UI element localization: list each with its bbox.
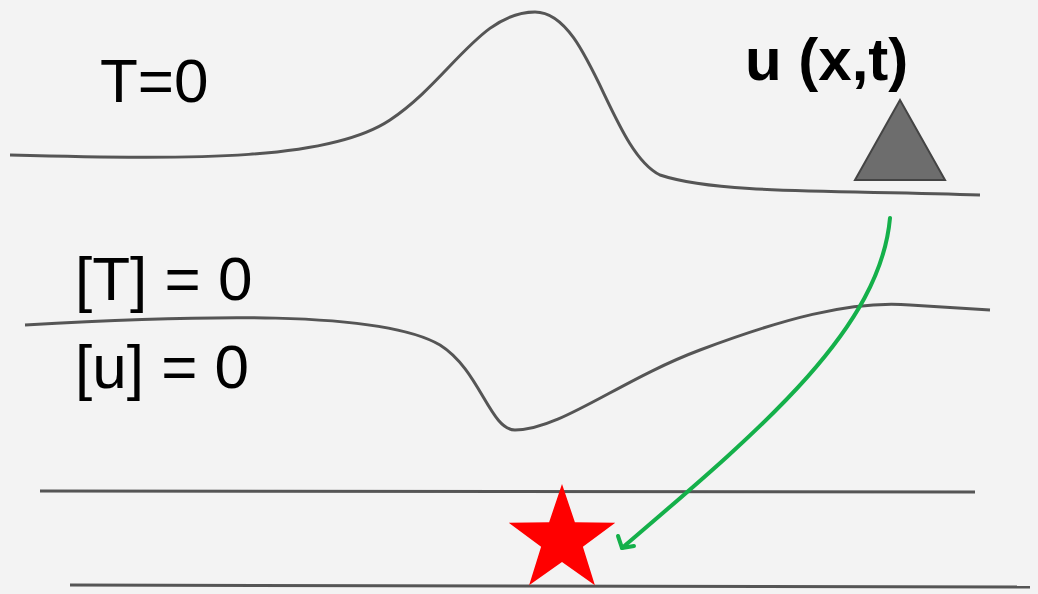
layer-top-line [40,491,975,492]
layer-bottom-line [70,585,1030,587]
source-star [509,484,616,585]
free-surface [10,12,980,195]
math-label: [u] = 0 [75,336,249,398]
interface-line [25,304,990,430]
math-label: u (x,t) [745,30,908,90]
ray-arrowhead [618,536,634,548]
math-label: [T] = 0 [75,248,252,310]
station-triangle [855,100,945,180]
math-label: T=0 [100,50,209,112]
ray-path [622,218,890,548]
